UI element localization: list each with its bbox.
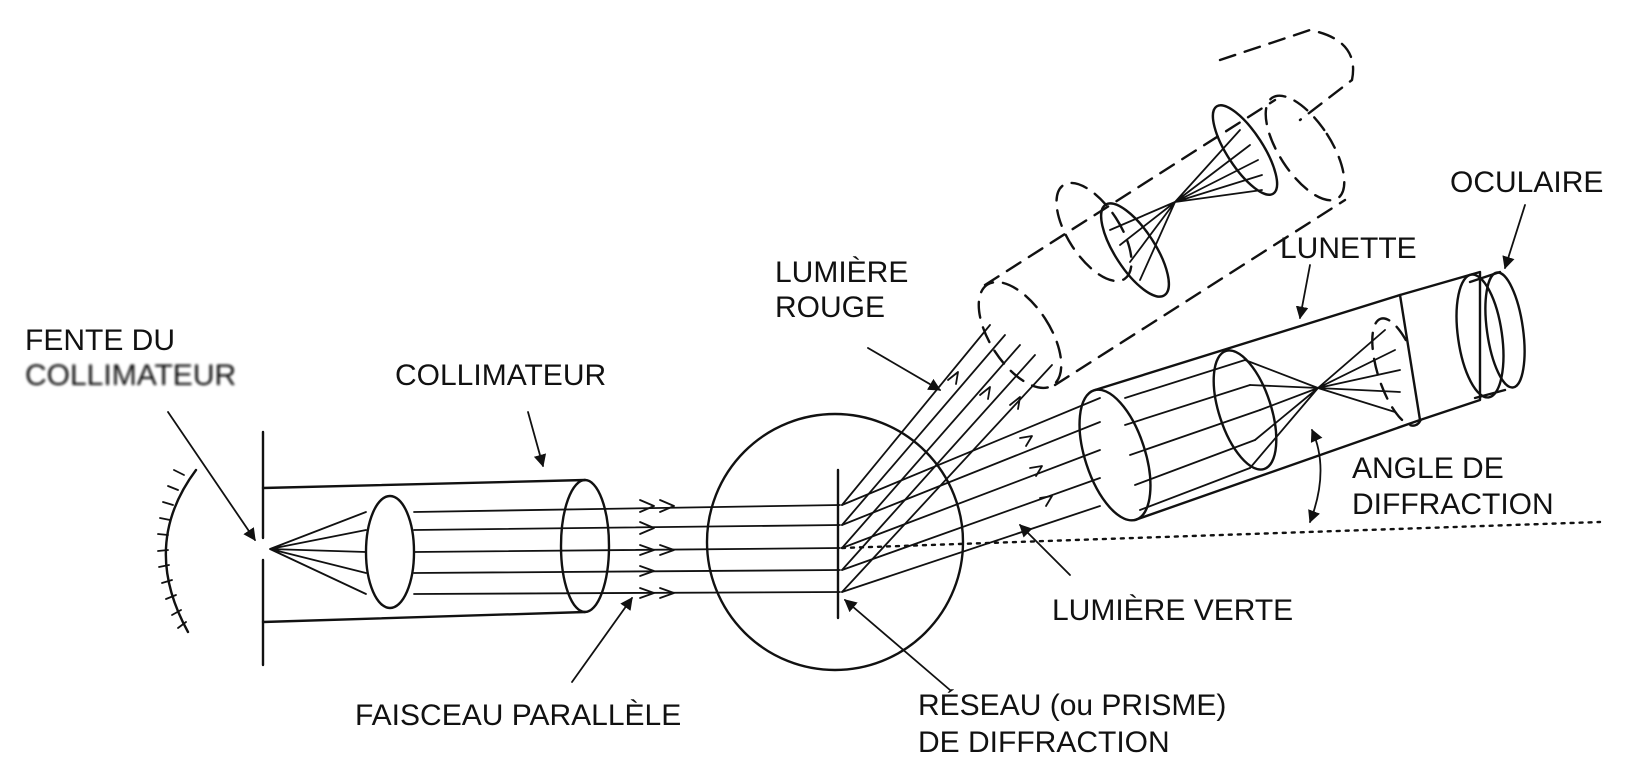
label-reseau-line1: RÉSEAU (ou PRISME) <box>918 689 1226 722</box>
light-source <box>157 468 198 634</box>
grating-table <box>705 412 965 672</box>
label-fente-line2: COLLIMATEUR <box>25 359 236 392</box>
labels: FENTE DU COLLIMATEUR COLLIMATEUR FAISCEA… <box>25 166 1603 759</box>
collimator-tube <box>261 478 841 624</box>
label-collimateur: COLLIMATEUR <box>395 359 606 392</box>
red-telescope-dashed <box>977 28 1355 390</box>
beam-direction-marks <box>639 499 675 599</box>
main-telescope <box>1078 270 1526 522</box>
green-light-beam <box>841 397 1101 593</box>
label-reseau-line2: DE DIFFRACTION <box>918 726 1170 759</box>
label-lumiere-rouge-line1: LUMIÈRE <box>775 256 908 289</box>
label-angle-line1: ANGLE DE <box>1352 452 1504 485</box>
label-oculaire: OCULAIRE <box>1450 166 1603 199</box>
label-fente-line1: FENTE DU <box>25 324 175 357</box>
leader-arrows <box>167 204 1526 691</box>
label-lunette: LUNETTE <box>1280 232 1417 265</box>
label-faisceau: FAISCEAU PARALLÈLE <box>355 699 681 732</box>
red-light-beam <box>841 324 1053 593</box>
label-angle-line2: DIFFRACTION <box>1352 488 1554 521</box>
label-lumiere-rouge-line2: ROUGE <box>775 291 885 324</box>
diffraction-angle <box>840 428 1602 550</box>
label-lumiere-verte: LUMIÈRE VERTE <box>1052 594 1293 627</box>
